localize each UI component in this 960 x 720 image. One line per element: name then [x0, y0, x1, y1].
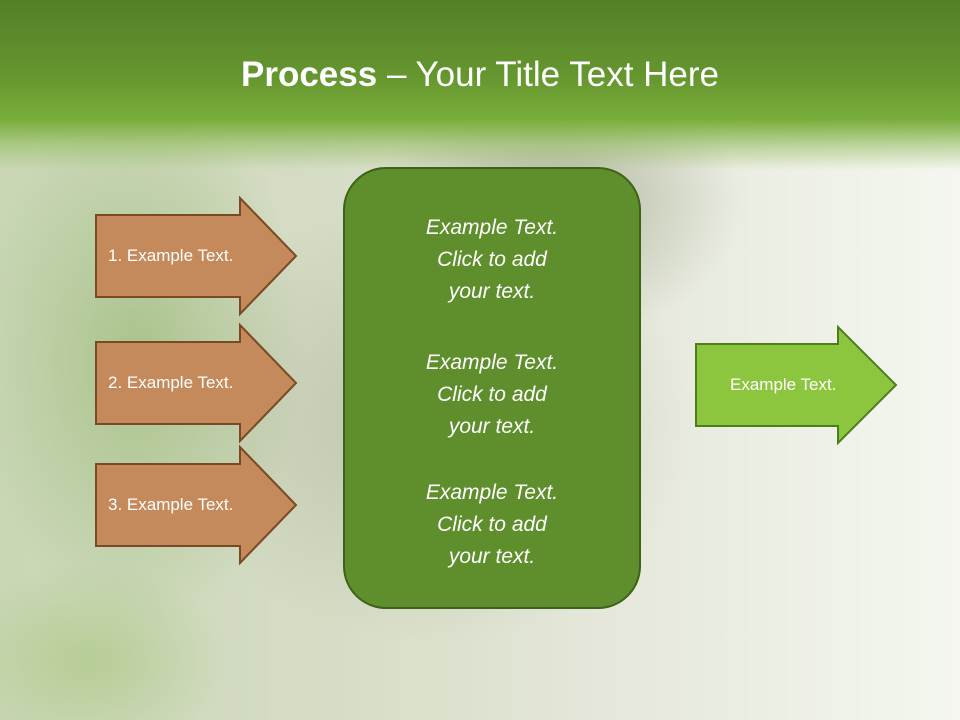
slide-title-bold: Process [241, 55, 378, 94]
center-block-3-line-1: Example Text. [425, 481, 559, 504]
center-block-2-line-2: Click to add [437, 383, 547, 406]
center-box[interactable] [343, 167, 641, 609]
step-arrow-2[interactable] [95, 322, 298, 444]
result-arrow[interactable] [695, 324, 898, 446]
center-text-block-3: Example Text. Click to add your text. [345, 477, 639, 573]
slide-title[interactable]: Process – Your Title Text Here [0, 52, 960, 98]
slide-title-rest: – Your Title Text Here [377, 55, 719, 94]
step-arrow-3[interactable] [95, 444, 298, 566]
step-label-3: 3. Example Text. [108, 495, 234, 514]
center-text-block-2: Example Text. Click to add your text. [345, 347, 639, 443]
center-block-1-line-2: Click to add [437, 248, 547, 271]
center-block-3-line-2: Click to add [437, 513, 547, 536]
center-block-1-line-3: your text. [448, 280, 536, 303]
center-block-3-line-3: your text. [448, 545, 536, 568]
title-bar [0, 0, 960, 170]
center-block-2-line-1: Example Text. [425, 351, 559, 374]
step-label-1: 1. Example Text. [108, 246, 234, 265]
step-arrow-1[interactable] [95, 195, 298, 317]
center-block-2-line-3: your text. [448, 415, 536, 438]
center-text-block-1: Example Text. Click to add your text. [345, 212, 639, 308]
center-block-1-line-1: Example Text. [425, 216, 559, 239]
result-arrow-label: Example Text. [730, 375, 837, 394]
step-label-2: 2. Example Text. [108, 373, 234, 392]
